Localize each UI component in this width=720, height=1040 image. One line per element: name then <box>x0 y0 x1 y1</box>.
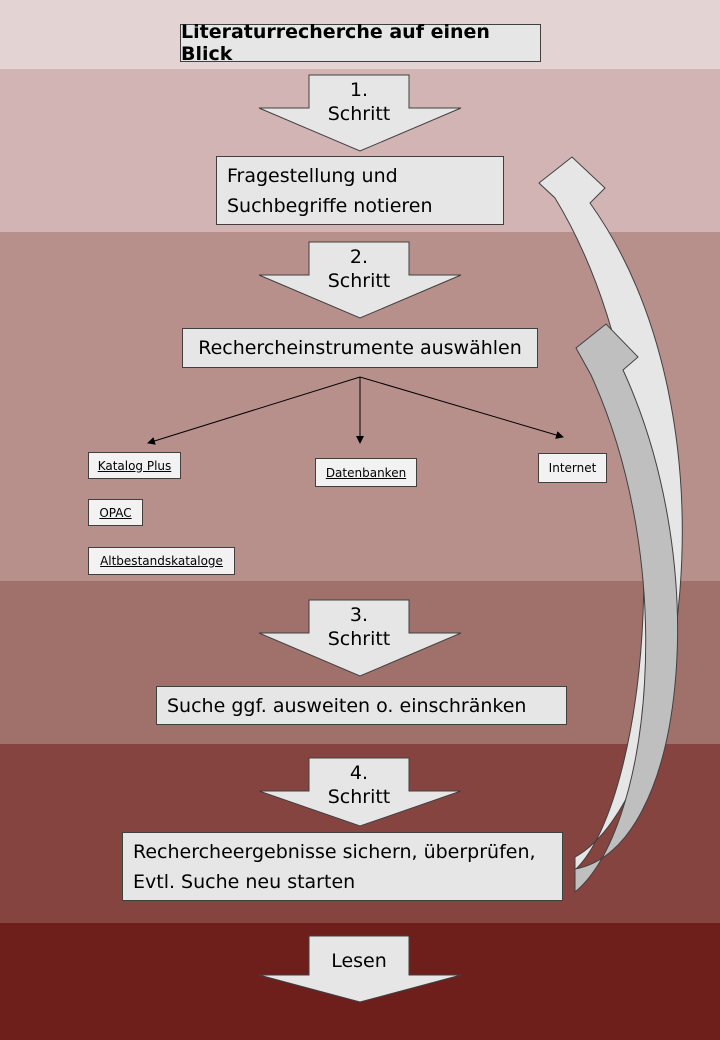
step-1-down-arrow <box>258 74 462 152</box>
katalog-plus-text: Katalog Plus <box>97 458 172 473</box>
page-title-text: Literaturrecherche auf einen Blick <box>181 21 490 65</box>
katalog-plus-link[interactable]: Katalog Plus <box>88 452 181 479</box>
step-1-box: Fragestellung und Suchbegriffe notieren <box>216 156 504 225</box>
lesen-label: Lesen <box>331 950 387 972</box>
internet-link[interactable]: Internet <box>538 453 607 483</box>
step-2-down-arrow <box>258 241 462 319</box>
step-4-label: 4. Schritt <box>327 762 391 808</box>
datenbanken-text: Datenbanken <box>325 465 407 480</box>
page-title: Literaturrecherche auf einen Blick <box>180 21 541 65</box>
lesen-down-arrow <box>258 935 462 1003</box>
opac-text: OPAC <box>99 505 132 520</box>
step-4-down-arrow <box>258 757 462 827</box>
step-2-text: Rechercheinstrumente auswählen <box>198 337 522 359</box>
altbestandskataloge-link[interactable]: Altbestandskataloge <box>88 547 235 575</box>
connector-internet <box>359 376 564 439</box>
altbestandskataloge-text: Altbestandskataloge <box>100 554 223 568</box>
step-1-text: Fragestellung und Suchbegriffe notieren <box>227 164 433 217</box>
step-2-box: Rechercheinstrumente auswählen <box>182 328 538 368</box>
return-arrow-to-step-2 <box>574 323 679 894</box>
connector-katalog <box>147 376 361 445</box>
datenbanken-link[interactable]: Datenbanken <box>315 458 417 487</box>
step-2-label: 2. Schritt <box>327 246 391 292</box>
step-3-text: Suche ggf. ausweiten o. einschränken <box>167 694 527 717</box>
step-3-box: Suche ggf. ausweiten o. einschränken <box>156 686 567 725</box>
step-3-label: 3. Schritt <box>327 604 391 650</box>
step-4-text: Rechercheergebnisse sichern, überprüfen,… <box>133 840 536 893</box>
internet-text: Internet <box>548 461 597 475</box>
step-3-down-arrow <box>258 599 462 677</box>
opac-link[interactable]: OPAC <box>88 499 143 526</box>
step-4-box: Rechercheergebnisse sichern, überprüfen,… <box>122 832 563 901</box>
step-1-label: 1. Schritt <box>327 79 391 125</box>
